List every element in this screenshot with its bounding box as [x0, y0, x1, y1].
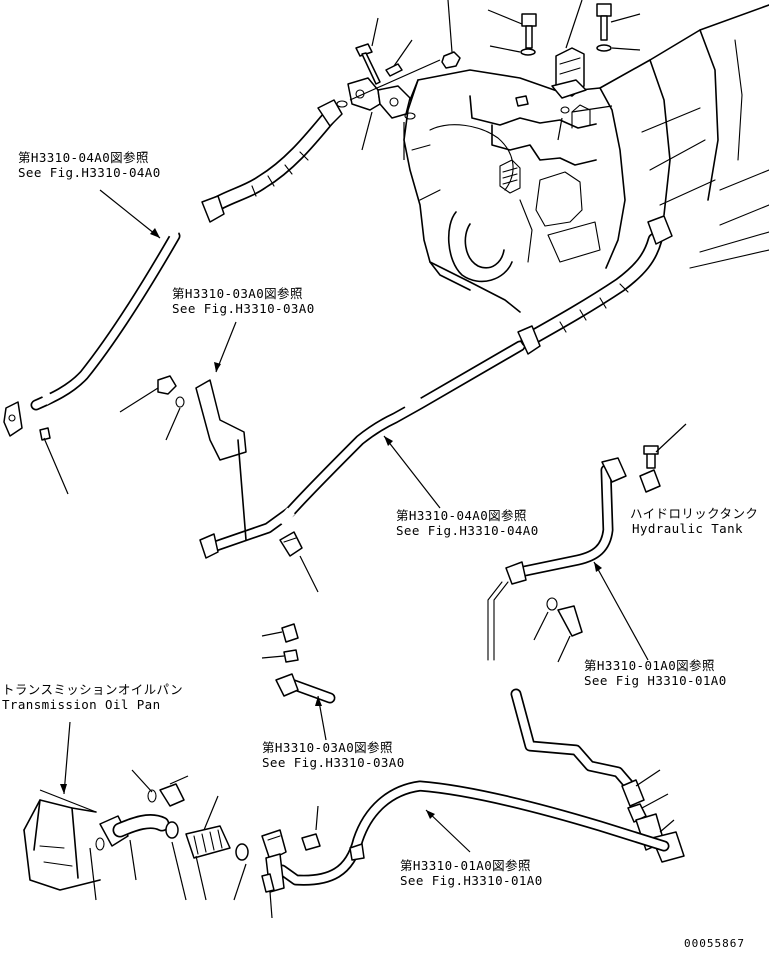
top-flange-elbow: [347, 77, 411, 119]
ref-label-en: See Fig.H3310-04A0: [18, 165, 161, 180]
lower-elbow-hose: [112, 814, 179, 839]
ref-label-en: See Fig.H3310-04A0: [396, 523, 539, 538]
top-valve-block: [551, 47, 587, 99]
hydraulic-tank-line: [487, 445, 661, 661]
lower-leaders: [39, 631, 675, 919]
transmission-oil-pan-label: トランスミッションオイルパン Transmission Oil Pan: [2, 682, 183, 712]
tank-leaders: [533, 423, 687, 663]
ref-label-h3310-01a0-lower: 第H3310-01A0図参照 See Fig.H3310-01A0: [400, 858, 543, 888]
top-bolt-left: [355, 43, 381, 85]
hydraulic-tank-en: Hydraulic Tank: [632, 521, 743, 536]
lower-long-pipe: [276, 780, 670, 886]
middle-long-pipe: [199, 215, 673, 559]
top-small-plug: [515, 95, 570, 114]
middle-bracket-rod: [237, 439, 247, 541]
top-bolt-right-2: [596, 3, 612, 52]
middle-bracket: [195, 379, 247, 461]
middle-leaders: [119, 321, 441, 593]
top-bolt-right-1: [520, 13, 537, 56]
lower-tee-fitting: [261, 829, 287, 893]
ref-label-jp: 第H3310-01A0図参照: [584, 658, 715, 673]
upper-left-pipe: [3, 218, 184, 441]
transmission-oil-pan: [23, 799, 101, 891]
lower-clamp-hose: [185, 825, 249, 861]
tank-bolt-washer: [546, 597, 583, 637]
top-leaders: [349, 0, 641, 160]
ref-label-h3310-04a0-middle: 第H3310-04A0図参照 See Fig.H3310-04A0: [396, 508, 539, 538]
transmission-oil-pan-jp: トランスミッションオイルパン: [2, 682, 183, 697]
lower-middle-parts: [275, 623, 336, 704]
ref-label-h3310-01a0-right: 第H3310-01A0図参照 See Fig H3310-01A0: [584, 658, 727, 688]
ref-label-en: See Fig.H3310-03A0: [172, 301, 315, 316]
lower-bolt-washer: [147, 783, 185, 807]
upper-left-hose: [201, 99, 343, 223]
engine-housing: [403, 4, 769, 313]
hydraulic-tank-label: ハイドロリックタンク Hydraulic Tank: [630, 506, 758, 536]
ref-label-jp: 第H3310-01A0図参照: [400, 858, 531, 873]
ref-label-h3310-03a0-lower: 第H3310-03A0図参照 See Fig.H3310-03A0: [262, 740, 405, 770]
top-nut: [441, 51, 461, 69]
ref-label-en: See Fig.H3310-01A0: [400, 873, 543, 888]
middle-nut-washer: [157, 375, 185, 408]
ref-label-en: See Fig H3310-01A0: [584, 673, 727, 688]
lower-right-pipe: [510, 688, 685, 863]
middle-clamp: [279, 531, 303, 557]
drawing-number: 00055867: [684, 937, 745, 950]
ref-label-jp: 第H3310-03A0図参照: [262, 740, 393, 755]
ref-label-en: See Fig.H3310-03A0: [262, 755, 405, 770]
ref-label-jp: 第H3310-04A0図参照: [396, 508, 527, 523]
ref-label-jp: 第H3310-04A0図参照: [18, 150, 149, 165]
hydraulic-tank-jp: ハイドロリックタンク: [630, 506, 759, 521]
ref-label-h3310-04a0-upper: 第H3310-04A0図参照 See Fig.H3310-04A0: [18, 150, 161, 180]
ref-label-jp: 第H3310-03A0図参照: [172, 286, 303, 301]
upper-left-leaders: [43, 189, 161, 495]
lower-small-bolt: [301, 833, 321, 851]
ref-label-h3310-03a0-upper: 第H3310-03A0図参照 See Fig.H3310-03A0: [172, 286, 315, 316]
transmission-oil-pan-en: Transmission Oil Pan: [2, 697, 161, 712]
